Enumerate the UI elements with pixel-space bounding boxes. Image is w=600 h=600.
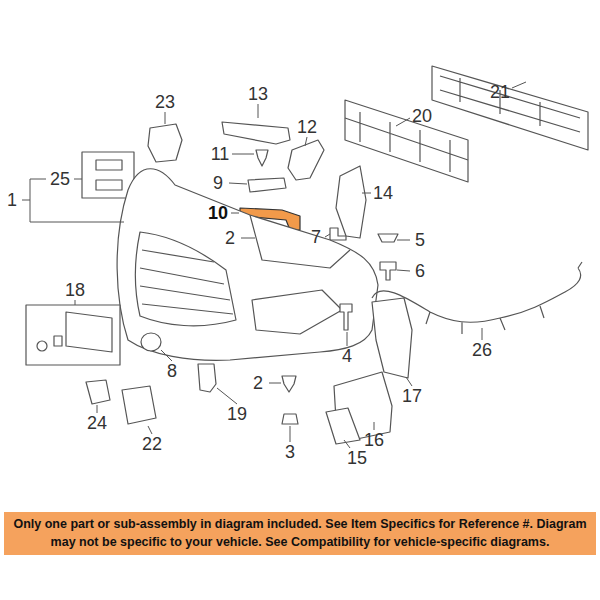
callout-number: 6 (415, 262, 425, 280)
grille-detail (140, 250, 233, 314)
clip (96, 180, 122, 190)
notice-text: Only one part or sub-assembly in diagram… (10, 515, 590, 551)
callout-number: 18 (65, 281, 85, 299)
callout-number: 21 (490, 83, 510, 101)
callout-number: 11 (211, 145, 230, 163)
side-bracket (222, 122, 290, 144)
license-bracket (66, 312, 112, 352)
bolt (37, 341, 47, 351)
callout-number: 9 (213, 174, 223, 192)
callout-number: 22 (142, 435, 162, 453)
callout-number: 4 (342, 347, 352, 365)
callout-number: 5 (415, 231, 425, 249)
side-cover (372, 298, 412, 378)
clip (96, 160, 122, 170)
clip (378, 234, 398, 242)
clip (54, 336, 62, 346)
callout-number: 13 (248, 85, 268, 103)
callout-number: 10 (208, 204, 228, 222)
notice-banner: Only one part or sub-assembly in diagram… (4, 512, 596, 555)
callout-number: 12 (297, 118, 317, 136)
sensor-holder (86, 380, 110, 404)
callout-number: 25 (50, 170, 70, 188)
callout-number: 20 (412, 107, 432, 125)
callout-number: 16 (364, 431, 384, 449)
callout-number: 2 (225, 229, 235, 247)
headlamp-notch (250, 215, 350, 268)
license-bracket-box (26, 305, 120, 365)
parking-sensor (198, 364, 216, 392)
callout-number: 7 (311, 228, 321, 246)
energy-absorber (345, 100, 468, 182)
wire-harness (372, 262, 582, 334)
side-bracket (336, 166, 366, 238)
clip-box (82, 152, 134, 198)
callout-number: 14 (373, 184, 393, 202)
pin (340, 304, 352, 330)
callout-number: 15 (347, 449, 367, 467)
screw (330, 228, 346, 240)
tow-cap (141, 333, 161, 351)
callout-number: 2 (253, 374, 263, 392)
side-bracket (288, 140, 324, 180)
leader-lines (22, 82, 526, 448)
clip (282, 376, 296, 392)
callout-number: 26 (472, 341, 492, 359)
callout-number: 1 (7, 191, 17, 209)
sensor-holder (122, 386, 156, 424)
fog-cover (326, 408, 360, 444)
sensor-bracket (148, 124, 182, 162)
bumper-cover (117, 169, 378, 361)
callout-number: 19 (227, 405, 247, 423)
callout-number: 24 (87, 414, 107, 432)
callout-number: 8 (167, 362, 177, 380)
lower-vent (252, 290, 342, 334)
clip (256, 150, 268, 166)
clip (282, 414, 298, 424)
bumper-reinforcement-detail (440, 76, 580, 132)
grille (136, 232, 237, 326)
bolt (380, 262, 396, 280)
energy-absorber-detail (345, 112, 468, 172)
callout-number: 17 (402, 387, 422, 405)
callout-number: 23 (155, 93, 175, 111)
retainer (248, 178, 286, 192)
callout-number: 3 (285, 443, 295, 461)
